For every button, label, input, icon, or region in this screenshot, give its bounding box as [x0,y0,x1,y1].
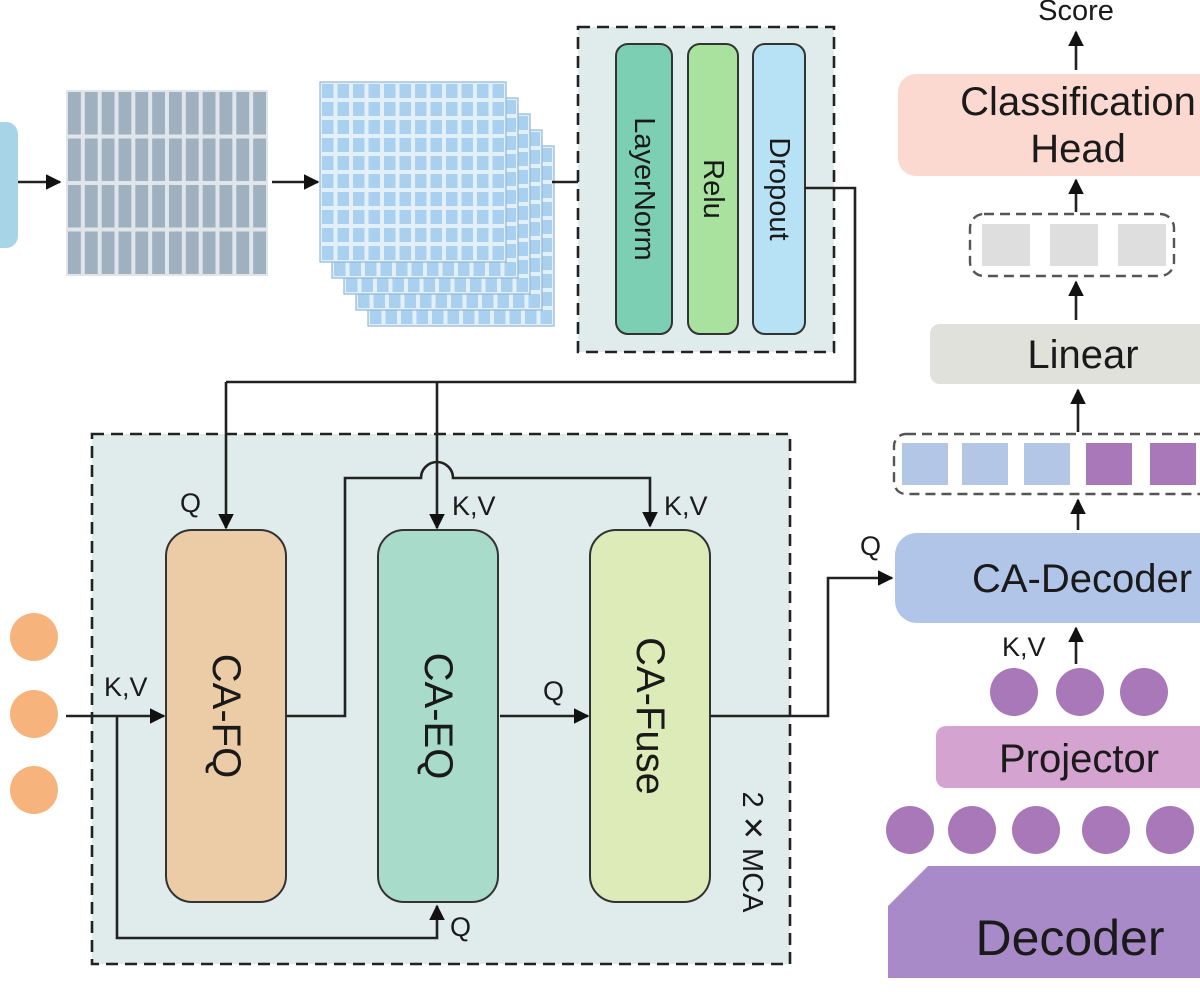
layernorm-box: LayerNorm [615,43,673,335]
blue-token [962,443,1008,485]
projector-output-dot [1056,668,1104,716]
dropout-box: Dropout [752,43,806,335]
dropout-label: Dropout [763,137,795,240]
purple-token [1086,443,1132,485]
linear-label: Linear [1027,333,1138,377]
classification-head-box: Classification Head [898,74,1200,176]
ca-eq-q-label: Q [450,912,471,942]
connector-ca-fuse-to-ca-decoder [710,570,894,718]
blue-token [902,443,948,485]
grey-token [1118,224,1166,266]
ca-eq-label: CA-EQ [416,653,460,780]
ca-fuse-label: CA-Fuse [628,637,672,795]
purple-token [1150,443,1196,485]
ca-decoder-box: CA-Decoder [895,533,1200,623]
projector-output-dot [1120,668,1168,716]
mixed-token-row [892,432,1200,496]
orange-input-dot [10,690,58,738]
feature-grid-grey [66,90,268,276]
decoder-output-dot [948,806,996,854]
relu-box: Relu [687,43,739,335]
decoder-output-dot [1082,806,1130,854]
ca-fq-kv-label: K,V [104,672,148,702]
projector-label: Projector [999,737,1159,781]
decoder-box: Decoder [888,866,1200,978]
connector-norm-to-mca [226,186,857,384]
projector-box: Projector [936,726,1200,788]
mca-repeat-label: 2 ✕ MCA [736,792,768,914]
grey-token-row [968,212,1176,278]
feature-grid-stack [319,81,555,327]
input-block [0,122,18,248]
orange-input-dot [10,766,58,814]
ca-eq-box: CA-EQ [377,529,499,903]
ca-fq-q-label: Q [180,488,201,518]
ca-decoder-kv-label: K,V [1002,632,1046,662]
orange-input-dot [10,613,58,661]
ca-fuse-kv-label: K,V [664,491,708,521]
grey-token [1050,224,1098,266]
score-label: Score [1038,0,1114,27]
connector-ca-fq-to-ca-fuse [286,460,658,718]
grey-token [982,224,1030,266]
decoder-output-dot [1012,806,1060,854]
classification-head-label-1: Classification [960,80,1196,124]
ca-fq-label: CA-FQ [204,654,248,778]
ca-fuse-q-label: Q [543,676,564,706]
decoder-output-dot [886,806,934,854]
decoder-label: Decoder [976,910,1165,966]
relu-label: Relu [697,159,729,219]
connector-kv-loop-to-ca-eq [115,716,445,940]
ca-decoder-label: CA-Decoder [972,557,1192,601]
ca-fq-box: CA-FQ [165,529,287,903]
ca-fuse-box: CA-Fuse [589,529,711,903]
classification-head-label-2: Head [1030,127,1126,171]
decoder-output-dot [1146,806,1194,854]
projector-output-dot [990,668,1038,716]
linear-box: Linear [930,324,1200,384]
ca-decoder-q-label: Q [860,531,881,561]
ca-eq-kv-label: K,V [452,491,496,521]
blue-token [1024,443,1070,485]
layernorm-label: LayerNorm [628,117,660,260]
